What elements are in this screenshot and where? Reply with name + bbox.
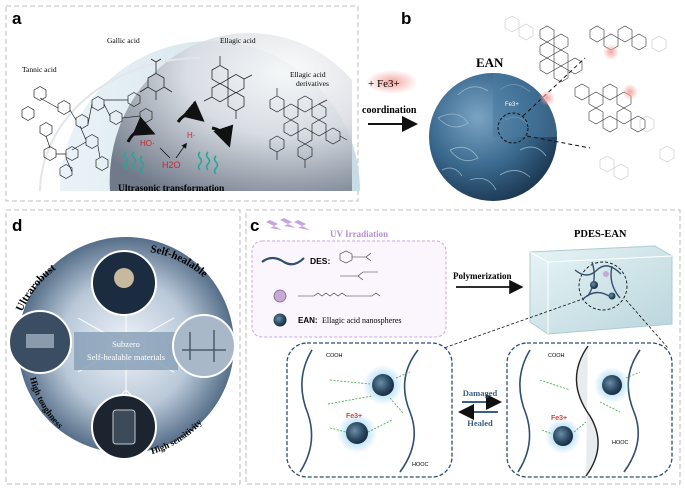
zoom-line-left (443, 299, 581, 349)
center-label-line1: Subzero (112, 339, 140, 349)
fe-ion-label: + Fe3+ (368, 78, 400, 90)
nanosphere-icon (273, 313, 287, 327)
fe-site-3 (622, 84, 638, 100)
derivatives-structure (269, 88, 348, 168)
gel-block (529, 245, 673, 335)
refresh-arrow-icon (176, 100, 205, 123)
cooh-left-1: COOH (326, 353, 343, 359)
panel-c: c UV Irradiation DES: EAN: Ellagic acid … (245, 209, 681, 485)
ellagic-acid-nanosphere: Fe3+ (429, 73, 557, 201)
dome-shade (109, 33, 352, 191)
photo-ultrarobust-detail (26, 334, 54, 348)
zoom-line-right (625, 299, 669, 349)
panel-a-frame (5, 5, 359, 202)
cooh-right-1: COOH (548, 353, 565, 359)
center-label-box (74, 332, 178, 370)
panel-c-label: c (250, 216, 259, 235)
zoom-line-bottom (526, 135, 591, 149)
healed-label: Healed (467, 418, 493, 428)
panel-b: b + Fe3+ coordination EAN Fe3+ (362, 9, 675, 201)
network-damaged-view (286, 342, 453, 478)
fe-site-1 (539, 90, 555, 106)
photo-high-sensitivity (172, 314, 236, 378)
polymerization-label: Polymerization (453, 271, 511, 281)
photo-high-toughness-detail (112, 409, 136, 445)
des-structure (339, 250, 378, 281)
hooc-right-1: HOOC (612, 440, 629, 446)
photo-high-sensitivity-detail (182, 330, 226, 362)
refresh-arrow-icon (211, 124, 234, 148)
polymer-chain-icon (261, 256, 305, 266)
ean-key-label: EAN: (298, 316, 318, 325)
derivatives-title-line1: Ellagic acid (290, 70, 326, 79)
hydrogen-radical: H· (187, 131, 195, 140)
ean-title: EAN (476, 55, 504, 70)
hooc-left-1: HOOC (412, 462, 429, 468)
des-label: DES: (310, 256, 330, 266)
photo-self-healable-detail (114, 268, 134, 288)
panel-d-frame (5, 209, 241, 485)
panel-a-label: a (12, 9, 22, 28)
uv-irradiation-label: UV Irradiation (330, 229, 388, 239)
damaged-label: Damaged (463, 388, 498, 398)
network-healed-view (506, 342, 673, 478)
fe-mark-left: Fe3+ (346, 413, 362, 420)
tannic-acid-title: Tannic acid (22, 65, 57, 74)
panel-d-label: d (12, 216, 22, 235)
fe-mark-sphere: Fe3+ (505, 102, 519, 108)
network-left: Fe3+ COOH HOOC (299, 349, 429, 473)
fe-glow (366, 70, 418, 94)
crosslinker-structure (298, 292, 381, 297)
fe-site-2 (603, 44, 619, 60)
fe-mark-right: Fe3+ (551, 415, 567, 422)
ellagic-acid-structure (203, 56, 253, 119)
center-label-line2: Self-healable materials (87, 352, 165, 362)
gel-zoom-circle (578, 261, 628, 311)
uv-rays-icon (266, 218, 310, 230)
ultrasonic-waves (123, 151, 219, 175)
panel-b-label: b (401, 9, 411, 28)
gallic-acid-structure (139, 58, 173, 100)
water-molecule: H2O (162, 160, 181, 170)
zoom-line-top (522, 57, 586, 117)
refresh-arrow-icon (126, 116, 156, 143)
ellagic-network-zoom (504, 15, 675, 181)
panel-c-frame (245, 209, 681, 485)
derivatives-title-line2: derivatives (296, 79, 329, 88)
ellagic-acid-title: Ellagic acid (220, 36, 256, 45)
water-split-arrows (159, 144, 186, 159)
dome-edge (39, 57, 201, 192)
gallic-acid-title: Gallic acid (107, 36, 140, 45)
ultrasonic-caption: Ultrasonic transformation (118, 184, 225, 194)
panel-d: d Subzero Self-healable materials Ultrar… (5, 209, 241, 485)
ean-key-desc: Ellagic acid nanospheres (322, 316, 402, 325)
panel-a: a Tannic acid Gallic acid Ellagic acid E… (5, 5, 360, 202)
coordination-label: coordination (362, 105, 417, 116)
pdes-ean-title: PDES-EAN (574, 229, 627, 240)
crack-gap (575, 345, 599, 477)
network-right: Fe3+ COOH HOOC (517, 345, 641, 477)
monomer-icon (273, 289, 287, 303)
hydroxide-radical: HO· (140, 139, 155, 148)
legend-box (251, 240, 447, 338)
